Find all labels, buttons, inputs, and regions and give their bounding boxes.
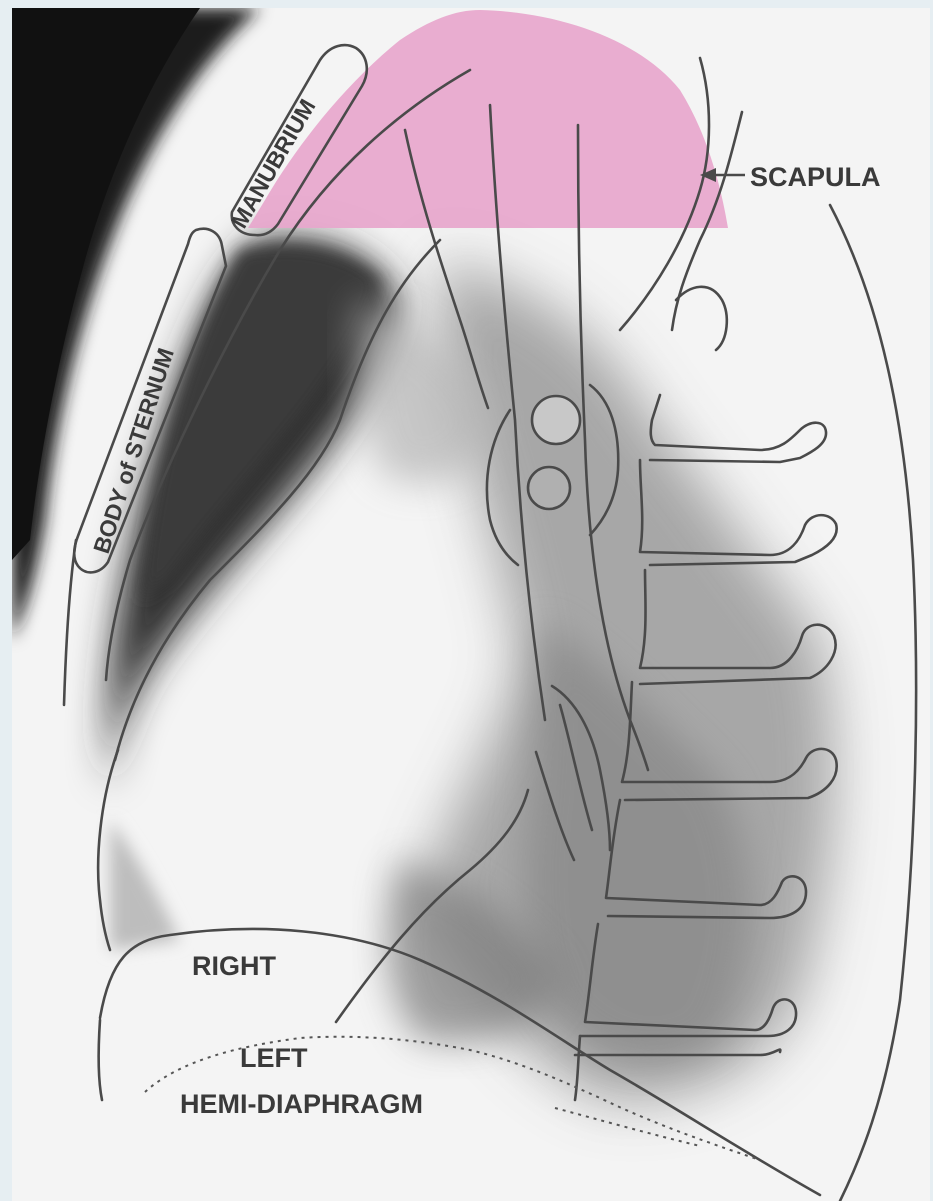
left-hemidiaphragm-label: LEFT	[240, 1043, 308, 1073]
frame-top-strip	[0, 0, 933, 8]
right-hemidiaphragm-label: RIGHT	[192, 951, 277, 981]
left-bronchus-circle	[528, 467, 570, 509]
frame-left-strip	[0, 0, 12, 1201]
hemi-diaphragm-label: HEMI-DIAPHRAGM	[180, 1089, 423, 1119]
right-bronchus-circle	[532, 396, 580, 444]
scapula-label: SCAPULA	[750, 162, 881, 192]
